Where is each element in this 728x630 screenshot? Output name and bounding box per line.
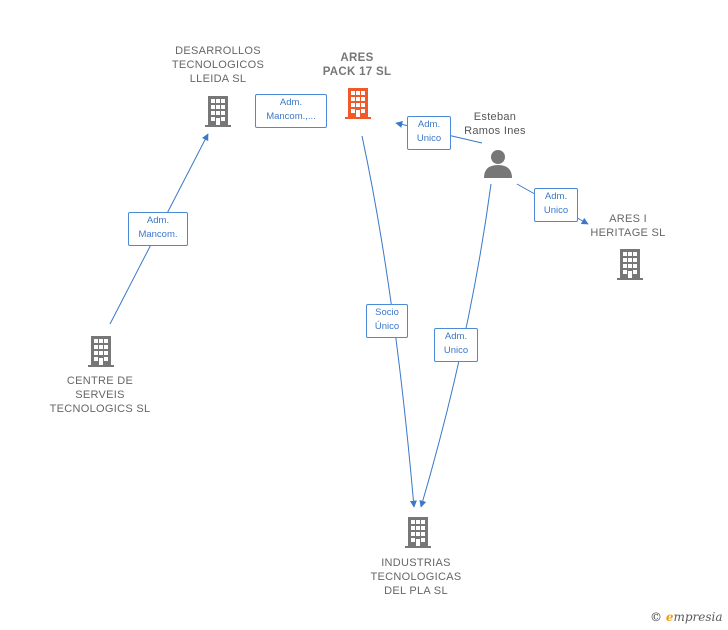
brand-logo-text: mpresia (673, 610, 723, 624)
building-icon (405, 517, 431, 548)
edge-label-adm-mancom-centre: Adm. Mancom. (128, 212, 188, 246)
node-label-desarrollos[interactable]: DESARROLLOS TECNOLOGICOS LLEIDA SL (171, 45, 265, 85)
building-icon (205, 96, 231, 127)
person-icon (484, 150, 512, 178)
brand-logo-e: e (665, 610, 674, 624)
building-icon (88, 336, 114, 367)
edge-label-adm-mancom-desarrollos: Adm. Mancom.,... (255, 94, 327, 128)
edge-label-adm-unico-industrias: Adm. Unico (434, 328, 478, 362)
node-label-industrias[interactable]: INDUSTRIAS TECNOLOGICAS DEL PLA SL (370, 557, 462, 597)
edge-label-socio-unico: Socio Único (366, 304, 408, 338)
node-label-esteban[interactable]: Esteban Ramos Ines (464, 111, 526, 137)
building-icon (617, 249, 643, 280)
node-label-ares-heritage[interactable]: ARES I HERITAGE SL (590, 213, 666, 239)
node-label-centre[interactable]: CENTRE DE SERVEIS TECNOLOGICS SL (49, 375, 151, 415)
node-label-ares-pack[interactable]: ARES PACK 17 SL (322, 52, 392, 78)
brand-logo: © empresia (650, 610, 723, 624)
building-focus-icon (345, 88, 371, 119)
edge-label-adm-unico-ares-heritage: Adm. Unico (534, 188, 578, 222)
copyright-symbol: © (650, 610, 662, 624)
edge-label-adm-unico-ares-pack: Adm. Unico (407, 116, 451, 150)
